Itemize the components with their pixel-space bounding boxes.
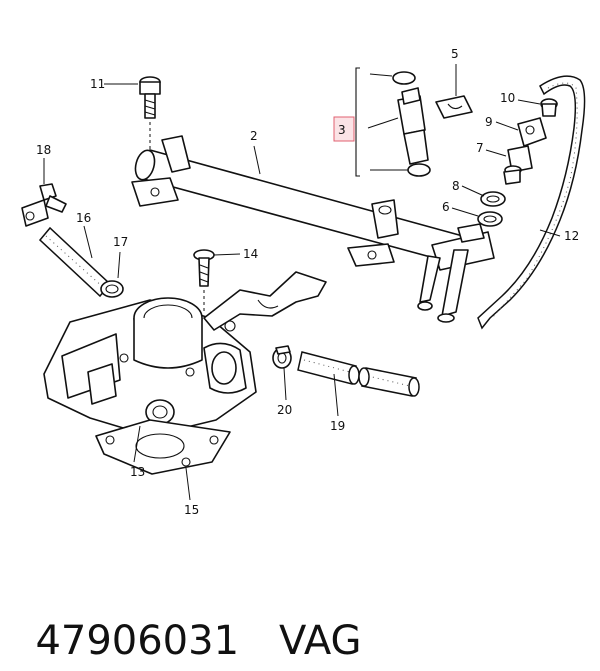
mounting-bolt [139,76,161,150]
hose-pieces [297,351,420,397]
callout-18: 18 [36,143,51,157]
part-number: 47906031 [35,618,240,664]
fuel-injector-assembly [355,67,431,177]
callout-2: 2 [250,129,258,143]
callout-7: 7 [476,141,484,155]
callout-9: 9 [485,115,493,129]
throttle-body-gasket [95,419,231,475]
throttle-body-screw [193,249,215,314]
fuel-rail [131,135,495,323]
leader-lines [43,64,561,501]
callout-17: 17 [113,235,128,249]
callout-14: 14 [243,247,258,261]
throttle-body [43,297,257,437]
brand-name: VAG [279,618,362,664]
highlighted-callout-box [333,116,355,142]
callout-12: 12 [564,229,579,243]
callout-19: 19 [330,419,345,433]
injector-retaining-clip [435,95,473,119]
callout-8: 8 [452,179,460,193]
hose-clamp-17 [100,280,124,298]
callout-15: 15 [184,503,199,517]
callout-3: 3 [338,123,346,137]
callout-6: 6 [442,200,450,214]
throttle-bracket [203,271,327,332]
exploded-parts-diagram: 2 3 5 6 7 8 9 10 11 12 13 14 15 16 17 18… [21,47,586,517]
seal-rings [477,191,506,227]
part-caption: 47906031 VAG [10,551,361,664]
callout-16: 16 [76,211,91,225]
vacuum-hose [38,226,112,298]
fuel-return-hose [477,75,586,330]
callout-5: 5 [451,47,459,61]
callout-20: 20 [277,403,292,417]
callout-11: 11 [90,77,105,91]
callout-10: 10 [500,91,515,105]
callout-13: 13 [130,465,145,479]
hose-connector [21,183,67,227]
pressure-regulator-group [503,98,558,185]
callout-labels: 2 3 5 6 7 8 9 10 11 12 13 14 15 16 17 18… [36,47,579,517]
hose-clamp-20 [272,345,292,369]
